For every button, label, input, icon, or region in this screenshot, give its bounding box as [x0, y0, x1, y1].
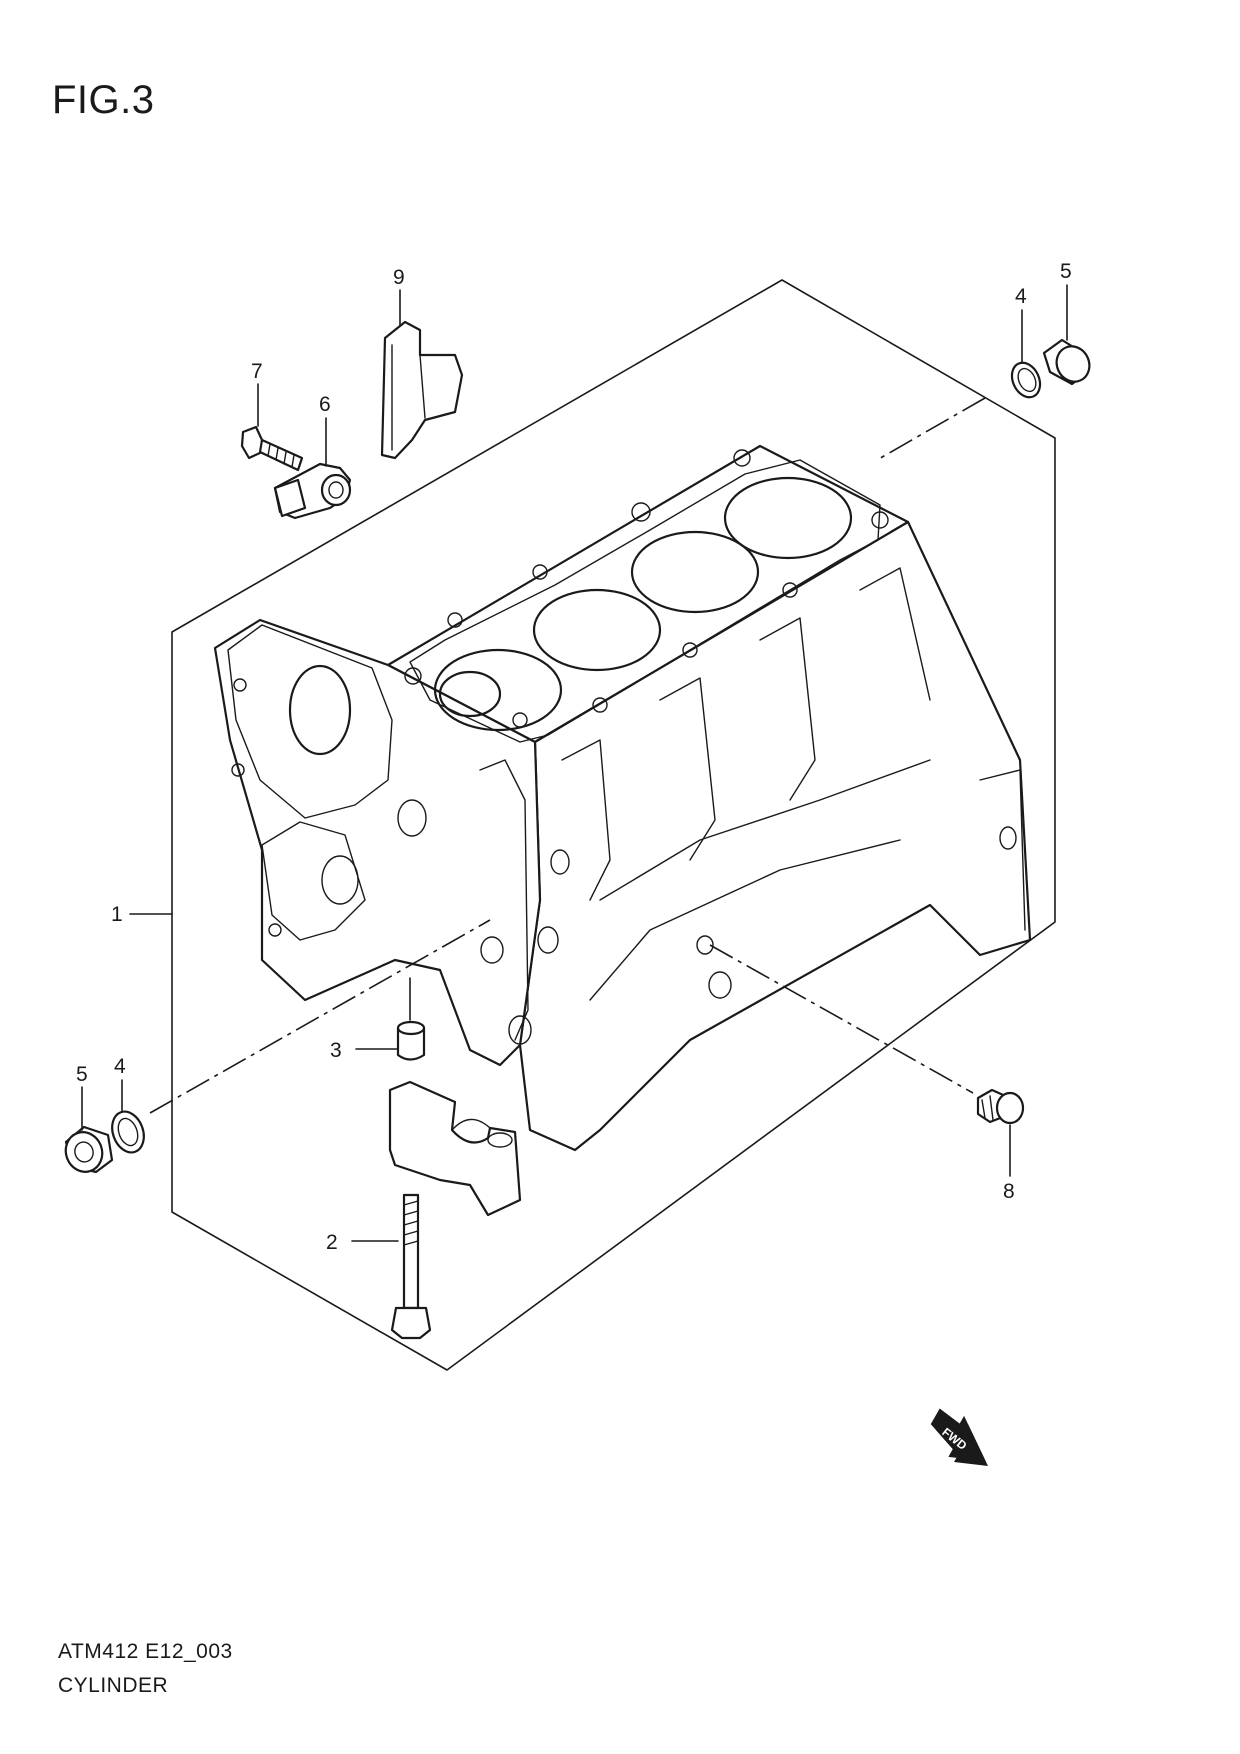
- cylinder-block: [213, 444, 1032, 1152]
- part-5-plug-right: [1042, 338, 1091, 386]
- callout-7: 7: [251, 360, 263, 383]
- part-3-dowel-pin: [396, 1020, 426, 1061]
- callout-6: 6: [319, 393, 331, 416]
- part-2-bolt: [390, 1193, 432, 1340]
- figure-title: FIG.3: [52, 78, 155, 122]
- part-6-sensor: [273, 462, 352, 520]
- leader-lines: [81, 284, 1068, 1242]
- callout-2: 2: [326, 1231, 338, 1254]
- diagram-code: ATM412 E12_003: [58, 1640, 233, 1663]
- part-5-plug-left: [64, 1125, 114, 1174]
- callout-3: 3: [330, 1039, 342, 1062]
- part-7-bolt: [240, 425, 304, 472]
- axis-line-lower-left: [149, 919, 491, 1114]
- part-9-baffle-plate: [380, 320, 464, 460]
- diagram-name: CYLINDER: [58, 1674, 169, 1697]
- axis-line-upper: [876, 397, 986, 461]
- callout-9: 9: [393, 266, 405, 289]
- axis-line-lower-right: [709, 944, 974, 1094]
- callout-4-right: 4: [1015, 285, 1027, 308]
- callout-5-left: 5: [76, 1063, 88, 1086]
- assembly-frame: [171, 279, 1056, 1371]
- part-4-gasket-right: [1010, 361, 1042, 399]
- callout-1: 1: [111, 903, 123, 926]
- callout-8: 8: [1003, 1180, 1015, 1203]
- part-4-gasket-left: [111, 1110, 145, 1154]
- fwd-arrow-icon: FWD: [930, 1408, 988, 1466]
- callout-5-right: 5: [1060, 260, 1072, 283]
- callout-4-left: 4: [114, 1055, 126, 1078]
- bearing-cap: [388, 1080, 522, 1217]
- part-8-bolt: [976, 1088, 1025, 1125]
